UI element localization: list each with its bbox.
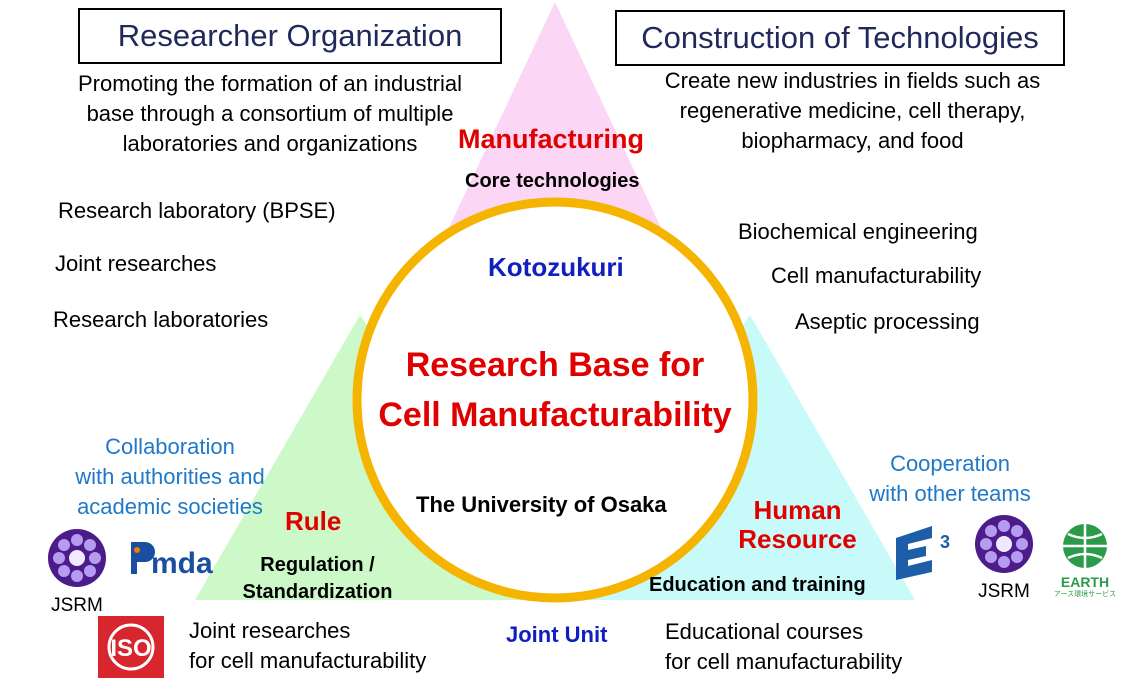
cooperation-line: Cooperation bbox=[890, 451, 1010, 476]
regulation-line: Regulation / bbox=[260, 554, 375, 576]
svg-text:3: 3 bbox=[940, 532, 950, 552]
researcher-organization-box: Researcher Organization bbox=[78, 8, 502, 64]
construction-desc-line: Create new industries in fields such as bbox=[664, 68, 1041, 93]
research-base-title: Research Base for Cell Manufacturability bbox=[360, 340, 750, 440]
research-base-title-line1: Research Base for bbox=[405, 346, 705, 384]
left-item-bpse: Research laboratory (BPSE) bbox=[58, 198, 336, 223]
right-item-aseptic: Aseptic processing bbox=[795, 309, 980, 334]
jsrm-logo-right: JSRM bbox=[972, 514, 1036, 602]
earth-label: EARTH bbox=[1060, 574, 1110, 590]
collaboration-line: with authorities and bbox=[75, 464, 265, 489]
construction-technologies-title: Construction of Technologies bbox=[641, 20, 1039, 55]
bottom-left-line: for cell manufacturability bbox=[189, 648, 427, 673]
globe-icon bbox=[1063, 524, 1107, 568]
left-item-joint-researches: Joint researches bbox=[55, 251, 217, 276]
manufacturing-label: Manufacturing bbox=[458, 124, 644, 154]
jsrm-flower-icon bbox=[48, 529, 106, 587]
human-resource-label: Human Resource bbox=[710, 496, 885, 554]
standardization-line: Standardization bbox=[242, 581, 393, 603]
cooperation-line: with other teams bbox=[869, 481, 1031, 506]
e3-logo: 3 bbox=[892, 520, 958, 582]
right-item-cell-manufacturability: Cell manufacturability bbox=[771, 263, 982, 288]
bottom-left-text: Joint researches for cell manufacturabil… bbox=[189, 616, 426, 676]
collaboration-line: Collaboration bbox=[105, 434, 235, 459]
collaboration-line: academic societies bbox=[77, 494, 263, 519]
jsrm-label-left: JSRM bbox=[51, 595, 103, 616]
researcher-desc-line: laboratories and organizations bbox=[122, 131, 418, 156]
pmda-icon: mda bbox=[131, 542, 213, 580]
rule-label: Rule bbox=[285, 506, 342, 536]
researcher-desc-line: base through a consortium of multiple bbox=[86, 101, 454, 126]
human-line: Human bbox=[753, 495, 842, 525]
education-training-label: Education and training bbox=[649, 574, 866, 596]
iso-logo: ISO bbox=[98, 616, 164, 678]
jsrm-flower-icon bbox=[975, 515, 1033, 573]
joint-unit-label: Joint Unit bbox=[506, 622, 608, 647]
research-base-title-line2: Cell Manufacturability bbox=[378, 396, 732, 434]
researcher-organization-title: Researcher Organization bbox=[117, 18, 463, 53]
e3-icon: 3 bbox=[896, 526, 950, 580]
earth-logo: EARTH アース環境サービス bbox=[1050, 522, 1120, 598]
jsrm-logo-left: JSRM bbox=[45, 528, 109, 616]
svg-text:mda: mda bbox=[151, 547, 213, 578]
researcher-desc-line: Promoting the formation of an industrial bbox=[78, 71, 462, 96]
bottom-left-line: Joint researches bbox=[189, 618, 351, 643]
cooperation-text: Cooperation with other teams bbox=[855, 449, 1045, 509]
bottom-right-line: Educational courses bbox=[665, 619, 864, 644]
kotozukuri-label: Kotozukuri bbox=[488, 252, 624, 282]
university-label: The University of Osaka bbox=[416, 492, 667, 517]
construction-description: Create new industries in fields such as … bbox=[625, 66, 1080, 156]
pmda-logo: mda bbox=[127, 536, 227, 580]
left-item-research-laboratories: Research laboratories bbox=[53, 307, 269, 332]
central-circle bbox=[352, 197, 758, 603]
construction-desc-line: biopharmacy, and food bbox=[741, 128, 964, 153]
right-item-biochemical: Biochemical engineering bbox=[738, 219, 978, 244]
regulation-standardization: Regulation / Standardization bbox=[225, 552, 410, 606]
resource-line: Resource bbox=[738, 524, 857, 554]
core-technologies-label: Core technologies bbox=[465, 170, 640, 192]
bottom-right-line: for cell manufacturability bbox=[665, 649, 903, 674]
earth-sub-label: アース環境サービス bbox=[1053, 591, 1117, 598]
construction-desc-line: regenerative medicine, cell therapy, bbox=[679, 98, 1026, 123]
bottom-right-text: Educational courses for cell manufactura… bbox=[665, 617, 902, 677]
construction-technologies-box: Construction of Technologies bbox=[615, 10, 1065, 66]
iso-icon: ISO bbox=[107, 623, 155, 671]
researcher-description: Promoting the formation of an industrial… bbox=[45, 69, 495, 159]
collaboration-text: Collaboration with authorities and acade… bbox=[60, 432, 280, 522]
iso-text: ISO bbox=[110, 635, 151, 662]
jsrm-label-right: JSRM bbox=[978, 581, 1030, 602]
